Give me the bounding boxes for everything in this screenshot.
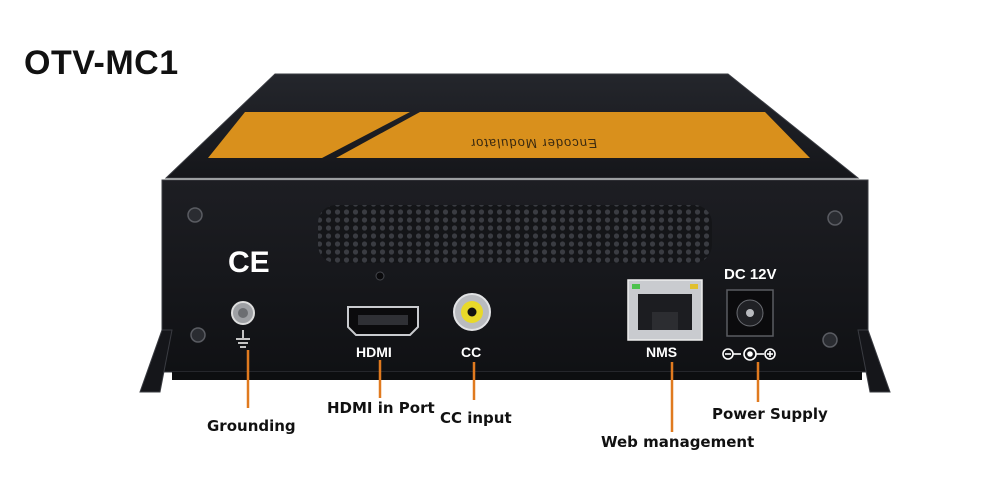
vent-grille [318,205,712,263]
hdmi-port-label: HDMI [356,344,392,360]
callout-grounding: Grounding [207,417,296,435]
callout-lines [246,350,760,432]
top-stripe-right [336,112,810,158]
nms-port-label: NMS [646,344,678,360]
led-indicator [375,271,385,281]
top-label: Encoder Modulator [468,136,598,151]
dc-voltage-label: DC 12V [724,266,777,283]
callout-power-supply: Power Supply [712,405,828,423]
top-stripe-left [208,112,410,158]
callout-cc-input: CC input [440,409,512,427]
callout-web-management: Web management [601,433,755,451]
product-title: OTV-MC1 [24,44,179,82]
polarity-icon [722,347,776,361]
left-bracket [139,329,173,393]
bottom-edge [172,372,862,380]
cc-port-label: CC [461,344,482,360]
ce-mark: CE [228,246,270,279]
callout-hdmi-in-port: HDMI in Port [327,399,435,417]
right-bracket [857,329,891,393]
screws [187,207,843,348]
ground-symbol-icon [236,330,250,348]
